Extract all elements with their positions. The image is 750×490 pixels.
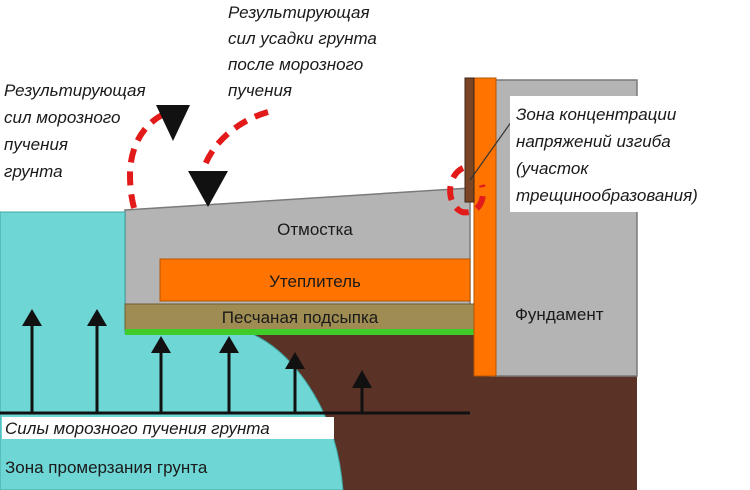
frost-heave-label-line-2: сил морозного <box>4 108 120 127</box>
stress-zone-line-3: (участок <box>516 159 589 178</box>
blind-area-label: Отмостка <box>277 220 353 239</box>
facade-finish-strip <box>464 77 475 203</box>
shrinkage-label-line-3: после морозного <box>228 55 363 74</box>
stress-zone-line-1: Зона концентрации <box>516 105 677 124</box>
frost-heave-label-line-4: грунта <box>4 162 63 181</box>
shrinkage-label-line-4: пучения <box>228 81 292 100</box>
insulation-layer <box>159 258 471 302</box>
shrinkage-label-line-1: Результирующая <box>228 3 370 22</box>
drainage-line <box>125 329 475 335</box>
stress-zone-line-2: напряжений изгиба <box>516 132 671 151</box>
frost-heave-resultant-triangle <box>156 105 190 141</box>
foundation-label: Фундамент <box>515 305 604 324</box>
sand-bedding-label: Песчаная подсыпка <box>222 308 379 327</box>
frost-heave-label-line-1: Результирующая <box>4 81 146 100</box>
frost-heave-resultant-label: Результирующая сил морозного пучения гру… <box>4 81 146 181</box>
heave-forces-caption-backdrop <box>2 417 334 439</box>
freezing-zone-label: Зона промерзания грунта <box>5 458 208 477</box>
stress-zone-label-backdrop <box>510 96 742 212</box>
heave-arrows <box>22 309 372 412</box>
insulation-label: Утеплитель <box>269 272 361 291</box>
shrinkage-label-line-2: сил усадки грунта <box>228 29 377 48</box>
shrinkage-resultant-triangle <box>188 171 228 207</box>
foundation-insulation-strip <box>473 77 497 377</box>
sand-bedding-layer <box>124 303 476 331</box>
shrinkage-resultant-label: Результирующая сил усадки грунта после м… <box>228 3 377 100</box>
stress-zone-line-4: трещинообразования) <box>516 186 698 205</box>
heave-forces-label: Силы морозного пучения грунта <box>5 419 270 438</box>
stress-zone-label: Зона концентрации напряжений изгиба (уча… <box>510 96 742 212</box>
frost-heave-label-line-3: пучения <box>4 135 68 154</box>
